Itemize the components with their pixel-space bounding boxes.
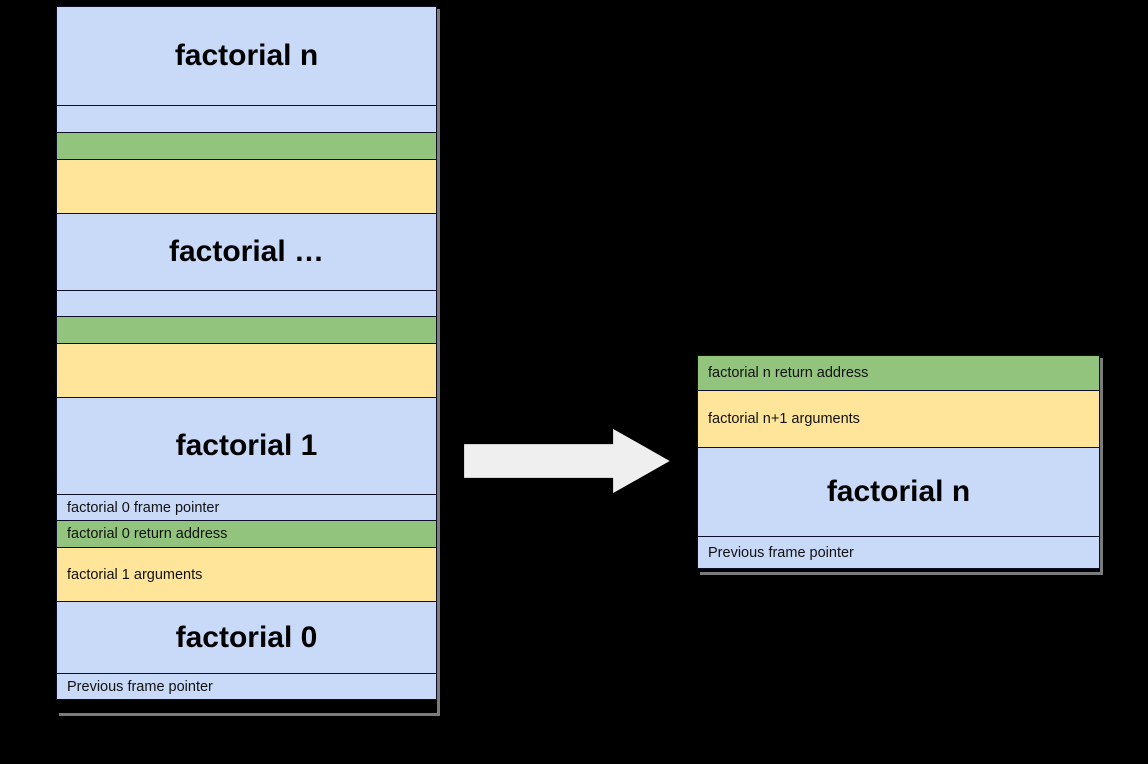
stack-row-return-address-6 xyxy=(56,316,437,344)
stack-row-arguments-1: factorial n+1 arguments xyxy=(697,390,1100,448)
stack-row-frame-pointer-3: Previous frame pointer xyxy=(697,536,1100,569)
stack-row-frame-body-12: factorial 0 xyxy=(56,601,437,674)
stack-row-frame-body-4: factorial … xyxy=(56,213,437,291)
stack-row-arguments-11: factorial 1 arguments xyxy=(56,547,437,602)
stack-row-return-address-0: factorial n return address xyxy=(697,355,1100,391)
transition-arrow xyxy=(461,424,675,498)
stack-row-frame-pointer-5 xyxy=(56,290,437,317)
stack-row-arguments-3 xyxy=(56,159,437,214)
stack-row-return-address-10: factorial 0 return address xyxy=(56,520,437,548)
stack-row-frame-pointer-13: Previous frame pointer xyxy=(56,673,437,700)
stack-row-frame-body-8: factorial 1 xyxy=(56,397,437,495)
stack-row-return-address-2 xyxy=(56,132,437,160)
stack-row-frame-pointer-1 xyxy=(56,105,437,133)
stack-row-arguments-7 xyxy=(56,343,437,398)
stack-row-frame-pointer-9: factorial 0 frame pointer xyxy=(56,494,437,521)
arrow-right-icon xyxy=(461,425,675,497)
stack-row-frame-body-2: factorial n xyxy=(697,447,1100,537)
stack-row-frame-body-0: factorial n xyxy=(56,6,437,106)
